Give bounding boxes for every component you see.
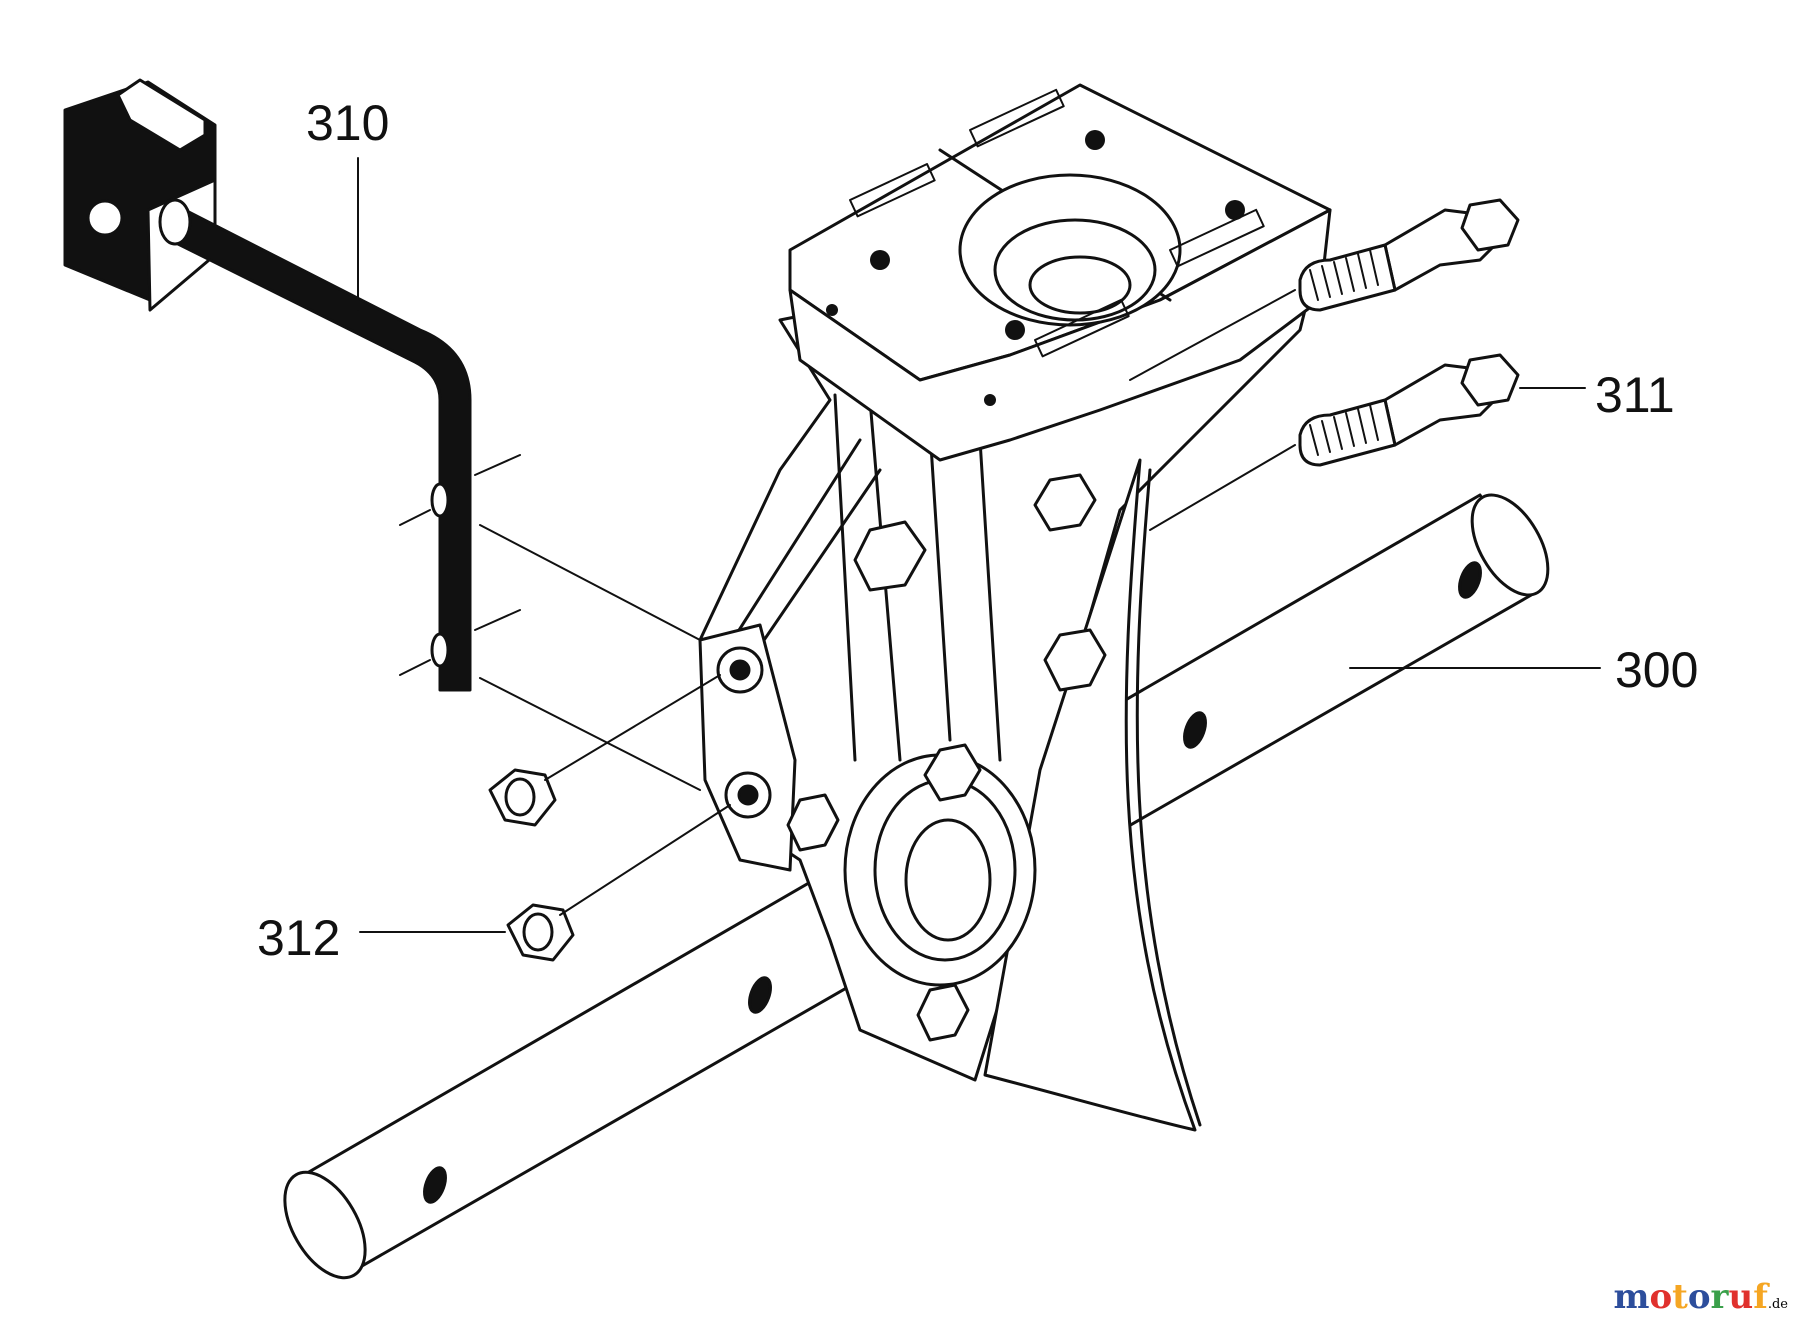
- shaft-hole: [748, 976, 772, 1014]
- housing-bolt: [786, 473, 1107, 1042]
- leader-lines: [357, 157, 1601, 933]
- watermark-tld: .de: [1767, 1297, 1788, 1312]
- nut-lower: [506, 903, 575, 962]
- shaft-hole: [1458, 561, 1482, 599]
- callout-311: 311: [1595, 367, 1675, 423]
- carriage-bolts: [1129, 198, 1520, 531]
- nut-upper: [488, 768, 557, 827]
- shaft-hole: [423, 1166, 447, 1204]
- watermark-brand: motoruf: [1613, 1277, 1768, 1317]
- shaft-hole: [1183, 711, 1207, 749]
- depth-bar-bracket: [63, 78, 701, 791]
- callout-310: 310: [306, 95, 390, 151]
- callout-300: 300: [1615, 642, 1699, 698]
- watermark-logo: motoruf.de: [1613, 1280, 1788, 1314]
- lock-nuts: [488, 674, 731, 962]
- callout-312: 312: [257, 910, 341, 966]
- bolt-upper: [1298, 198, 1520, 312]
- gear-housing: [698, 83, 1332, 1132]
- bolt-lower: [1298, 353, 1520, 467]
